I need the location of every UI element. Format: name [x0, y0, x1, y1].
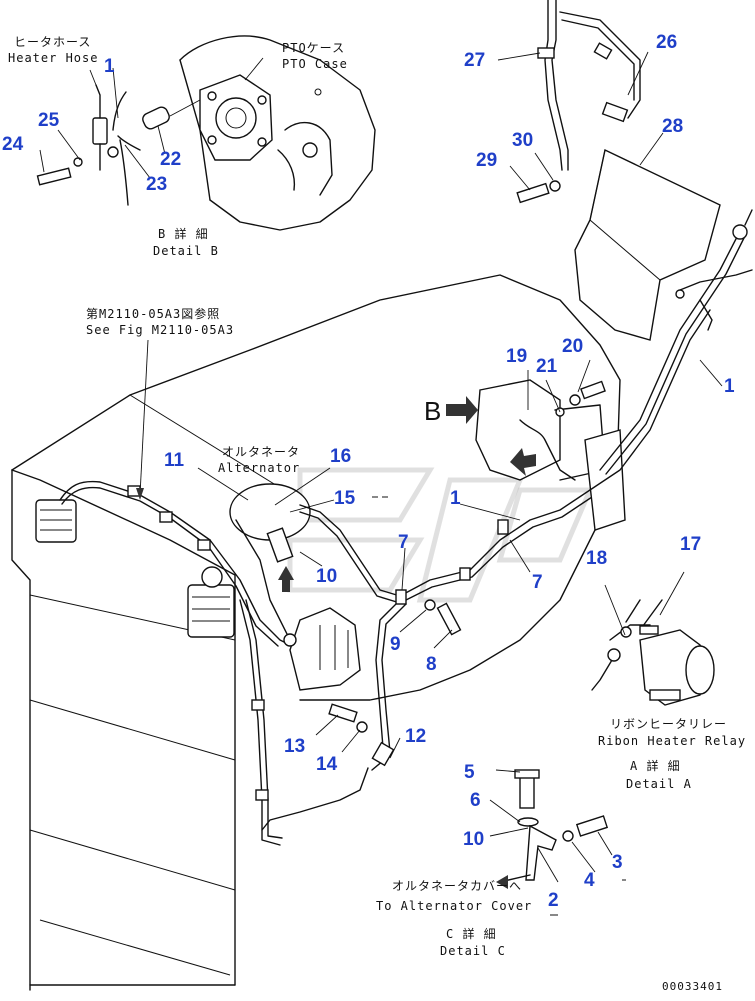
callout-number: 1 — [104, 56, 115, 77]
caption-detail-b-en: Detail B — [153, 244, 219, 258]
callout-number: 11 — [164, 450, 185, 471]
caption-pto-case-en: PTO Case — [282, 57, 348, 71]
callout-number: 5 — [464, 762, 475, 783]
captions: ヒータホース Heater Hose PTOケース PTO Case B 詳 細… — [8, 35, 746, 993]
callout-number: 14 — [316, 754, 338, 775]
callout-number: 20 — [562, 336, 583, 357]
callout-number: 25 — [38, 110, 60, 131]
callout-number: 24 — [2, 134, 24, 155]
callout-number: 17 — [680, 534, 701, 555]
callout-number: 10 — [316, 566, 337, 587]
callout-number: 3 — [612, 852, 623, 873]
wire-harness — [59, 480, 301, 846]
callout-number: 7 — [532, 572, 543, 593]
callout-number: 27 — [464, 50, 485, 71]
view-letter-b: B — [424, 396, 441, 426]
caption-see-fig-en: See Fig M2110-05A3 — [86, 323, 234, 337]
detail-a-drawing — [591, 599, 715, 706]
caption-heater-hose-jp: ヒータホース — [14, 35, 91, 49]
callout-number: 1 — [724, 376, 735, 397]
fasteners — [328, 599, 462, 733]
caption-alt-cover-en: To Alternator Cover — [376, 899, 532, 913]
leader-lines — [39, 51, 723, 883]
drawing-number: 00033401 — [662, 980, 723, 993]
callout-number: 2 — [548, 890, 559, 911]
callout-number: 10 — [463, 829, 484, 850]
callout-number: 22 — [160, 149, 181, 170]
callout-number: 18 — [586, 548, 607, 569]
callout-number: 16 — [330, 446, 351, 467]
caption-alternator-en: Alternator — [218, 461, 300, 475]
callout-number: 26 — [656, 32, 677, 53]
callout-number: 13 — [284, 736, 305, 757]
callout-number: 9 — [390, 634, 401, 655]
callout-number: 8 — [426, 654, 437, 675]
caption-detail-a-jp: A 詳 細 — [630, 758, 681, 773]
callout-number: 7 — [398, 532, 409, 553]
callout-number: 21 — [536, 356, 558, 377]
engine-block — [11, 274, 621, 991]
left-connector — [35, 499, 235, 638]
caption-see-fig-jp: 第M2110-05A3図参照 — [86, 306, 220, 321]
callout-number: 29 — [476, 150, 497, 171]
caption-detail-b-jp: B 詳 細 — [158, 226, 209, 241]
callout-number: 6 — [470, 790, 481, 811]
caption-alternator-jp: オルタネータ — [222, 445, 300, 459]
alternator — [229, 483, 361, 691]
caption-detail-c-jp: C 詳 細 — [446, 926, 497, 941]
callout-number: 30 — [512, 130, 533, 151]
callout-number: 1 — [450, 488, 461, 509]
callout-number: 4 — [584, 870, 595, 891]
caption-detail-c-en: Detail C — [440, 944, 506, 958]
top-right-drawing — [516, 0, 721, 341]
callout-number: 28 — [662, 116, 683, 137]
wire-1 — [589, 209, 753, 491]
detail-b-drawing — [36, 35, 376, 231]
tick-marks — [372, 496, 626, 916]
starter-harness — [261, 469, 613, 831]
callout-number: 12 — [405, 726, 426, 747]
caption-heater-hose-en: Heater Hose — [8, 51, 98, 65]
caption-detail-a-en: Detail A — [626, 777, 692, 791]
caption-alt-cover-jp: オルタネータカバーへ — [392, 879, 522, 893]
caption-pto-case-jp: PTOケース — [282, 41, 345, 55]
callout-number: 19 — [506, 346, 527, 367]
callouts: 1 1 1 2 3 4 5 6 7 7 8 9 10 10 11 12 13 1… — [2, 32, 735, 911]
caption-ribon-relay-en: Ribon Heater Relay — [598, 734, 746, 748]
caption-ribon-relay-jp: リボンヒータリレー — [610, 717, 727, 731]
callout-number: 23 — [146, 174, 167, 195]
detail-c-drawing — [496, 769, 609, 889]
callout-number: 15 — [334, 488, 356, 509]
